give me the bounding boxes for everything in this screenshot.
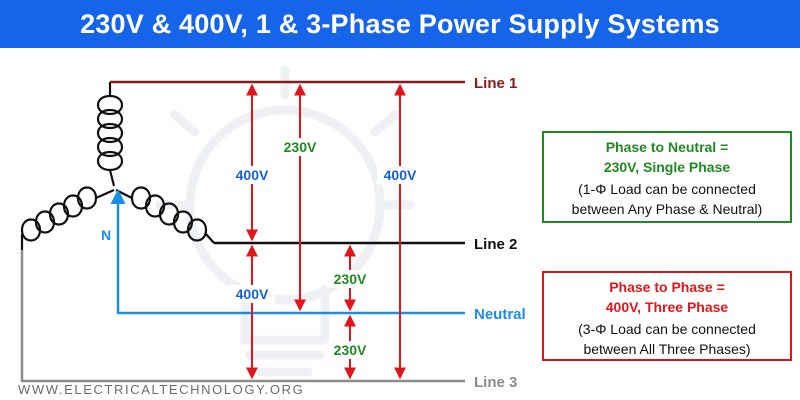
phase-to-neutral-box: Phase to Neutral = 230V, Single Phase (1… <box>542 131 792 223</box>
neutral-wire <box>110 189 465 315</box>
phase-to-neutral-heading: Phase to Neutral = <box>605 139 729 155</box>
phase-to-phase-note-2: between All Three Phases) <box>583 341 751 357</box>
page-title: 230V & 400V, 1 & 3-Phase Power Supply Sy… <box>80 9 720 39</box>
line1-label: Line 1 <box>474 75 517 92</box>
neutral-point-label: N <box>101 227 111 243</box>
label-l1-l3: 400V <box>384 167 417 183</box>
phase-to-neutral-value: 230V, Single Phase <box>603 159 731 175</box>
coil-top <box>96 82 124 187</box>
phase-to-phase-note-1: (3-Φ Load can be connected <box>578 321 756 337</box>
website-watermark: WWW.ELECTRICALTECHNOLOGY.ORG <box>18 382 305 397</box>
phase-to-phase-heading: Phase to Phase = <box>609 279 725 295</box>
phase-to-neutral-note-1: (1-Φ Load can be connected <box>578 181 756 197</box>
label-l2-l3: 400V <box>236 286 269 302</box>
phase-to-phase-box: Phase to Phase = 400V, Three Phase (3-Φ … <box>542 271 792 361</box>
title-banner: 230V & 400V, 1 & 3-Phase Power Supply Sy… <box>0 0 800 48</box>
line3-label: Line 3 <box>474 374 517 391</box>
phase-to-phase-value: 400V, Three Phase <box>605 299 729 315</box>
label-l2-neutral: 230V <box>334 271 367 287</box>
phase-to-neutral-note-2: between Any Phase & Neutral) <box>571 201 763 217</box>
coil-left <box>20 186 115 250</box>
lightbulb-watermark-icon <box>155 65 415 377</box>
coil-right <box>115 186 215 244</box>
line2-label: Line 2 <box>474 236 517 253</box>
line3-wire <box>20 250 465 383</box>
label-neutral-l3: 230V <box>334 342 367 358</box>
label-l1-neutral: 230V <box>284 139 317 155</box>
neutral-label: Neutral <box>474 306 526 323</box>
label-l1-l2: 400V <box>236 167 269 183</box>
